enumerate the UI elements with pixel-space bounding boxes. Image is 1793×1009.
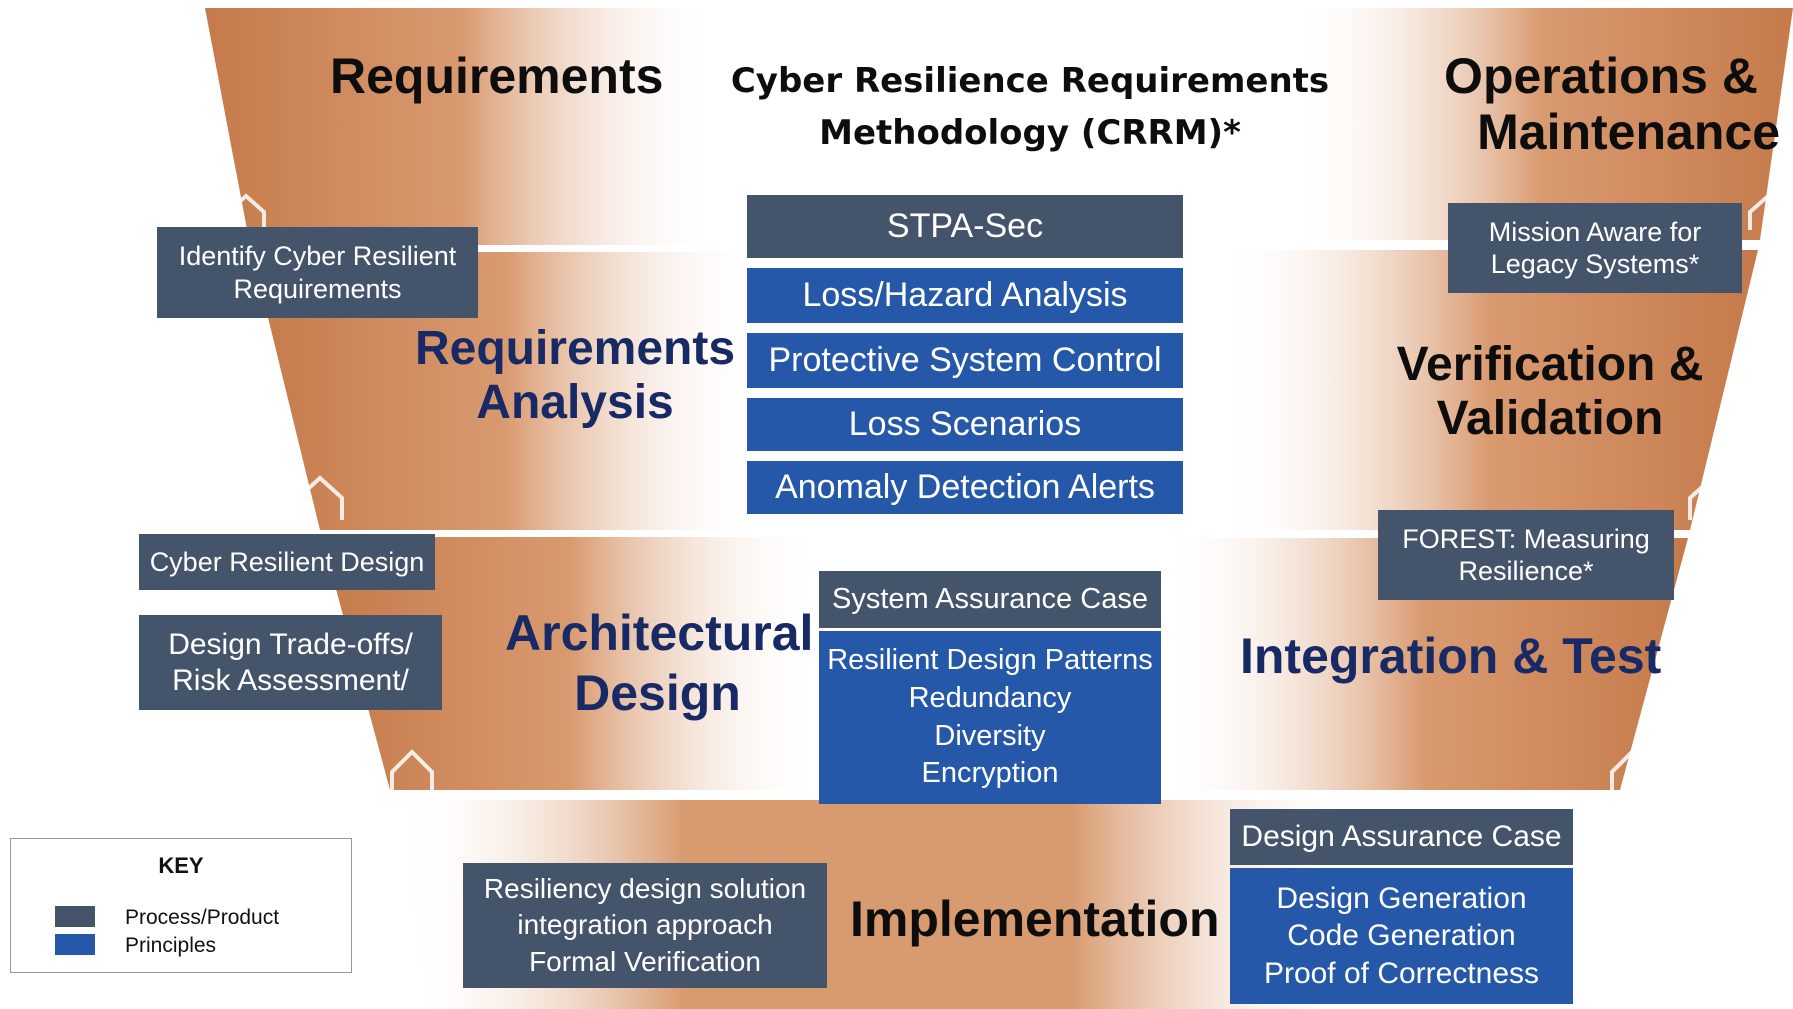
legend-swatch-process [55,906,95,927]
phase-requirements-analysis-line-1: Requirements [414,322,736,375]
box-line: Diversity [934,719,1046,752]
arrow-up-right-1 [1748,193,1788,230]
arrow-up-right-2 [1688,475,1736,520]
box-identify-requirements: Identify Cyber Resilient Requirements [157,227,478,318]
box-resiliency-design-solution: Resiliency design solution integration a… [463,863,827,988]
box-line: Resilience* [1458,556,1594,586]
box-line: Cyber Resilient Design [149,546,425,577]
box-loss-hazard-analysis: Loss/Hazard Analysis [747,268,1183,323]
box-line: Resiliency design solution [483,872,807,904]
band-operations [1290,8,1793,240]
box-design-assurance-case: Design Assurance Case [1230,809,1573,865]
phase-requirements-analysis: Requirements Analysis [410,322,740,430]
legend-label-principles: Principles [125,934,217,957]
box-line: Loss Scenarios [848,405,1082,444]
box-protective-system-control: Protective System Control [747,333,1183,388]
phase-implementation-line-1: Implementation [850,891,1220,947]
phase-integration-test: Integration & Test [1240,628,1661,684]
box-line: Design Assurance Case [1241,820,1562,853]
box-line: Identify Cyber Resilient [178,241,457,272]
legend: KEY Process/Product Principles [10,838,352,973]
box-line: Requirements [233,273,402,304]
box-line: Legacy Systems* [1490,249,1700,279]
band-requirements [205,8,720,245]
band-architectural-design [322,537,820,790]
box-system-assurance-case: System Assurance Case [819,571,1161,628]
box-line: Mission Aware for [1488,216,1702,247]
legend-title: KEY [158,853,204,878]
box-design-generation: Design Generation Code Generation Proof … [1230,868,1573,1004]
arrow-up-right-3 [1610,749,1654,790]
phase-integration-test-line-1: Integration & Test [1240,628,1662,684]
box-line: Loss/Hazard Analysis [802,276,1128,315]
diagram-title-line-2: Methodology (CRRM)* [819,113,1241,153]
box-line: Resilient Design Patterns [827,644,1153,677]
diagram-title: Cyber Resilience Requirements Methodolog… [720,55,1340,159]
box-line: FOREST: Measuring [1402,523,1650,554]
box-line: Formal Verification [529,945,761,977]
box-resilient-design-patterns: Resilient Design Patterns Redundancy Div… [819,631,1161,804]
box-mission-aware: Mission Aware for Legacy Systems* [1448,203,1742,293]
box-line: Code Generation [1287,919,1516,953]
phase-requirements: Requirements [330,48,663,104]
box-line: integration approach [517,909,773,941]
box-line: Anomaly Detection Alerts [775,468,1155,507]
box-anomaly-detection-alerts: Anomaly Detection Alerts [747,461,1183,514]
phase-architectural-design: Architectural Design [505,603,814,723]
phase-implementation: Implementation [850,891,1219,947]
phase-requirements-analysis-line-2: Analysis [476,375,674,429]
legend-label-process: Process/Product [125,906,280,929]
phase-operations-maintenance-line-1: Operations & [1444,48,1758,104]
box-line: System Assurance Case [832,583,1148,616]
box-cyber-resilient-design: Cyber Resilient Design [139,534,435,590]
arrow-up-left-1 [226,193,266,230]
arrow-up-left-3 [390,749,434,790]
box-line: Protective System Control [768,341,1162,380]
phase-architectural-design-line-1: Architectural [505,605,814,661]
phase-operations-maintenance-line-2: Maintenance [1477,104,1780,160]
band-verification [1220,250,1758,530]
diagram-title-line-1: Cyber Resilience Requirements [730,61,1330,101]
phase-verification-validation: Verification & Validation [1360,338,1740,446]
box-line: Risk Assessment/ [172,663,409,697]
phase-verification-validation-line-2: Validation [1436,391,1664,445]
box-loss-scenarios: Loss Scenarios [747,398,1183,451]
phase-requirements-line-1: Requirements [330,48,664,104]
box-line: STPA-Sec [886,207,1044,246]
box-line: Design Generation [1276,881,1527,915]
phase-operations-maintenance: Operations & Maintenance [1440,48,1780,160]
phase-verification-validation-line-1: Verification & [1396,338,1704,391]
box-design-tradeoffs: Design Trade-offs/ Risk Assessment/ [139,615,442,710]
box-line: Proof of Correctness [1263,956,1540,990]
box-line: Encryption [921,757,1059,790]
legend-swatch-principles [55,934,95,955]
box-line: Design Trade-offs/ [168,627,413,661]
arrow-up-left-2 [296,475,344,520]
phase-architectural-design-line-2: Design [574,665,741,721]
box-line: Redundancy [908,681,1072,714]
band-requirements-analysis [252,252,760,530]
band-integration [1160,538,1688,790]
box-stpa-sec: STPA-Sec [747,195,1183,258]
box-forest: FOREST: Measuring Resilience* [1378,510,1674,600]
